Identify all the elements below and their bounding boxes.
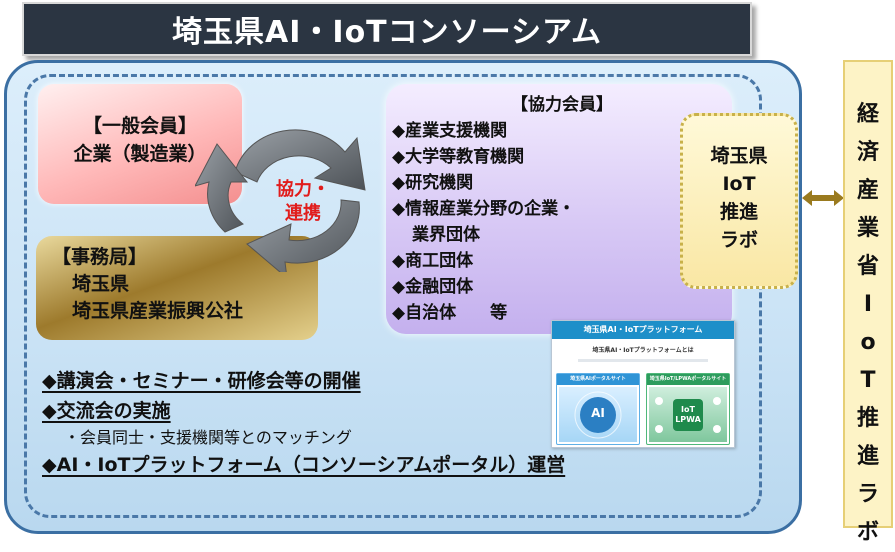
- iot-network-icon: IoT LPWA: [649, 387, 727, 442]
- cooperation-label-line1: 協力・: [276, 179, 330, 200]
- cooperation-label-line2: 連携: [285, 203, 321, 224]
- meti-char: 産: [856, 178, 879, 203]
- portal-thumbnail-divider: [578, 359, 708, 362]
- activity-list: ◆講演会・セミナー・研修会等の開催 ◆交流会の実施 ・会員同士・支援機関等とのマ…: [42, 366, 565, 480]
- circular-arrows-icon: [195, 129, 366, 272]
- coop-item: ◆研究機関: [392, 173, 474, 193]
- meti-char: I: [863, 292, 873, 317]
- coop-item: ◆産業支援機関: [392, 121, 508, 141]
- double-arrow-icon: [802, 190, 844, 206]
- ai-portal-card: 埼玉県AIポータルサイト AI: [556, 373, 640, 445]
- secretariat-corporation: 埼玉県産業振興公社: [72, 300, 244, 322]
- meti-char: o: [860, 330, 876, 355]
- meti-char: 推: [856, 406, 879, 431]
- coop-item: ◆金融団体: [392, 277, 474, 297]
- iot-lab-box: 埼玉県 IoT 推進 ラボ: [680, 113, 798, 289]
- meti-iot-lab-box: 経 済 産 業 省 I o T 推 進 ラ ボ: [843, 60, 893, 545]
- meti-char: 業: [856, 216, 879, 241]
- meti-char: 省: [856, 254, 879, 279]
- iot-lab-line: ラボ: [719, 229, 758, 251]
- consortium-inner-frame: [24, 74, 762, 518]
- secretariat-prefecture: 埼玉県: [72, 273, 130, 295]
- coop-item: ◆商工団体: [392, 251, 474, 271]
- meti-char: 経: [856, 102, 879, 127]
- meti-char: ラ: [856, 482, 879, 507]
- general-member-box: 【一般会員】 企業（製造業）: [38, 84, 242, 204]
- secretariat-heading: 【事務局】: [52, 246, 148, 268]
- iot-lab-line: 埼玉県: [710, 145, 768, 167]
- portal-thumbnail: 埼玉県AI・IoTプラットフォーム 埼玉県AI・IoTプラットフォームとは 埼玉…: [551, 320, 735, 448]
- portal-thumbnail-subtitle: 埼玉県AI・IoTプラットフォームとは: [592, 347, 694, 354]
- coop-item: ◆情報産業分野の企業・: [392, 199, 576, 219]
- coop-item: ◆自治体 等: [392, 303, 508, 323]
- activity-subitem: ・会員同士・支援機関等とのマッチング: [64, 428, 352, 447]
- cooperating-members-box: 【協力会員】 ◆産業支援機関 ◆大学等教育機関 ◆研究機関 ◆情報産業分野の企業…: [386, 84, 732, 334]
- coop-item: 業界団体: [412, 225, 480, 245]
- activity-item: ◆講演会・セミナー・研修会等の開催: [42, 370, 361, 392]
- meti-char: 済: [856, 140, 879, 165]
- meti-char: ボ: [856, 520, 879, 545]
- meti-char: T: [860, 368, 876, 393]
- cooperation-label: 協力・ 連携: [258, 178, 348, 226]
- ai-icon-label: AI: [591, 406, 605, 420]
- portal-thumbnail-header: 埼玉県AI・IoTプラットフォーム: [552, 321, 734, 339]
- general-member-label: 企業（製造業）: [73, 143, 207, 165]
- coop-item: ◆大学等教育機関: [392, 147, 525, 167]
- iot-lab-line: IoT: [722, 173, 756, 195]
- activity-item: ◆AI・IoTプラットフォーム（コンソーシアムポータル）運営: [42, 454, 566, 476]
- iot-portal-card: 埼玉県IoT/LPWAポータルサイト IoT LPWA: [646, 373, 730, 445]
- iot-lab-line: 推進: [719, 201, 758, 223]
- secretariat-box: 【事務局】 埼玉県 埼玉県産業振興公社: [36, 236, 318, 340]
- ai-portal-card-title: 埼玉県AIポータルサイト: [557, 374, 639, 385]
- general-member-heading: 【一般会員】: [82, 115, 197, 137]
- iot-portal-card-title: 埼玉県IoT/LPWAポータルサイト: [647, 374, 729, 385]
- activity-item: ◆交流会の実施: [42, 400, 171, 422]
- ai-brain-icon: AI: [559, 387, 637, 442]
- cooperating-members-heading: 【協力会員】: [511, 95, 613, 115]
- consortium-title: 埼玉県AI・IoTコンソーシアム: [22, 2, 752, 56]
- meti-char: 進: [856, 444, 879, 469]
- iot-icon-label: IoT LPWA: [675, 405, 701, 424]
